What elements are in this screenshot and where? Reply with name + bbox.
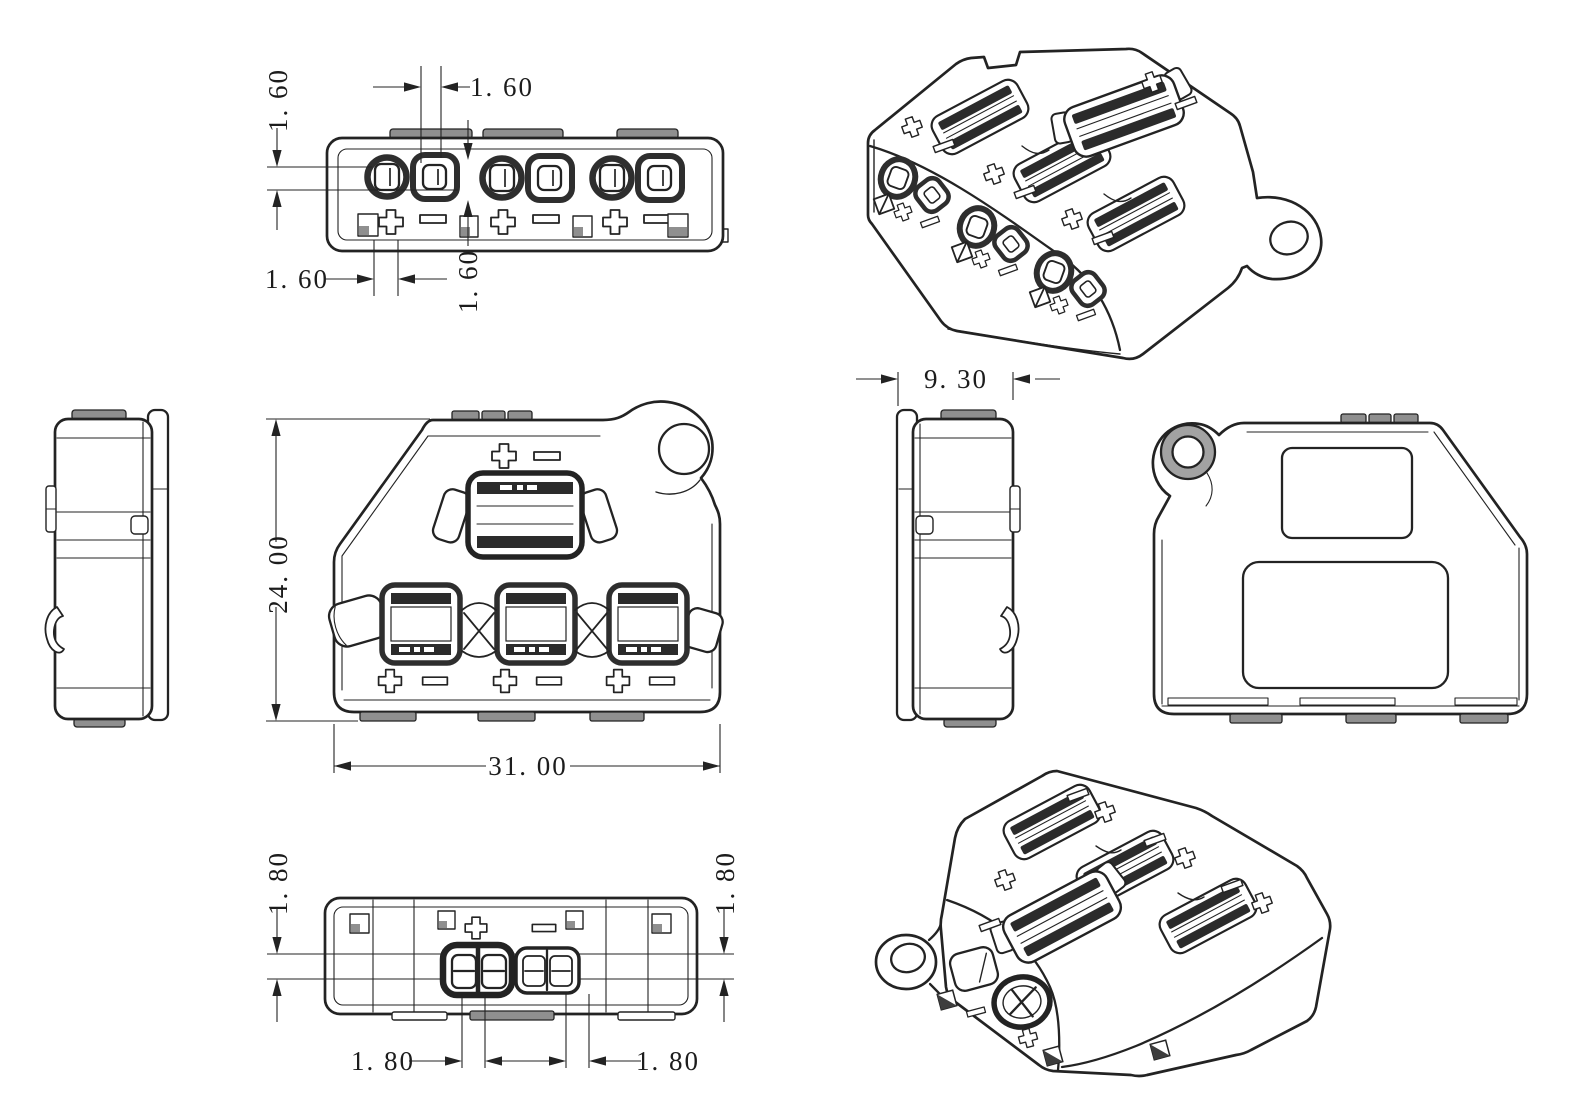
- face-edge: [945, 898, 1324, 1072]
- dim-label-pitch-center: 1. 60: [453, 249, 483, 313]
- dim-label-bottom-right: 1. 80: [636, 1046, 700, 1076]
- view-iso-bottom: [874, 769, 1332, 1078]
- face-edge: [868, 144, 1122, 352]
- view-front: 24. 00 31. 00: [263, 400, 724, 781]
- dim-label-right: 1. 80: [710, 851, 740, 915]
- mounting-ear-hole: [890, 942, 926, 974]
- dimension-annotations: 24. 00 31. 00: [263, 418, 721, 781]
- view-top: 1. 60 1. 60 1. 60 1. 60: [263, 66, 729, 313]
- dim-label-pitch-top: 1. 60: [470, 72, 534, 102]
- view-back: [1151, 413, 1529, 724]
- dim-label-pitch-bottom: 1. 60: [265, 264, 329, 294]
- cover-recess-lower: [1241, 560, 1450, 690]
- view-side-left: [44, 408, 170, 728]
- view-bottom: 1. 80 1. 80 1. 80 1. 80: [263, 851, 740, 1076]
- polarity-marks: [357, 209, 689, 238]
- dim-label-width: 31. 00: [488, 751, 568, 781]
- dim-label-pitch-left: 1. 60: [263, 68, 293, 132]
- view-side-right: 9. 30: [856, 364, 1060, 728]
- dim-label-left: 1. 80: [263, 851, 293, 915]
- front-face-terminals: [936, 946, 1171, 1067]
- polarity-marks: [349, 910, 672, 940]
- dim-label-bottom-left: 1. 80: [351, 1046, 415, 1076]
- dim-label-height: 24. 00: [263, 534, 293, 614]
- mounting-ear-hole: [1269, 220, 1309, 256]
- view-iso-top: [866, 47, 1323, 361]
- input-connector: [431, 470, 619, 560]
- dimension-annotations: 1. 80 1. 80 1. 80 1. 80: [263, 851, 740, 1076]
- output-connectors: [327, 585, 724, 663]
- clamp-levers: [926, 63, 1204, 257]
- latch-hooks: [44, 485, 65, 654]
- dim-label-depth: 9. 30: [924, 364, 988, 394]
- bottom-terminals: [439, 941, 581, 999]
- dimension-annotations: 1. 60 1. 60 1. 60 1. 60: [263, 66, 534, 313]
- mounting-ear-hole: [657, 422, 711, 476]
- latch-hooks: [999, 485, 1021, 654]
- mounting-ear: [1159, 423, 1217, 507]
- housing-outline: [911, 417, 1015, 721]
- clamp-levers: [982, 779, 1262, 976]
- cover-recess-upper: [1280, 446, 1414, 540]
- dimension-annotations: 9. 30: [856, 364, 1060, 406]
- housing-outline: [53, 417, 154, 721]
